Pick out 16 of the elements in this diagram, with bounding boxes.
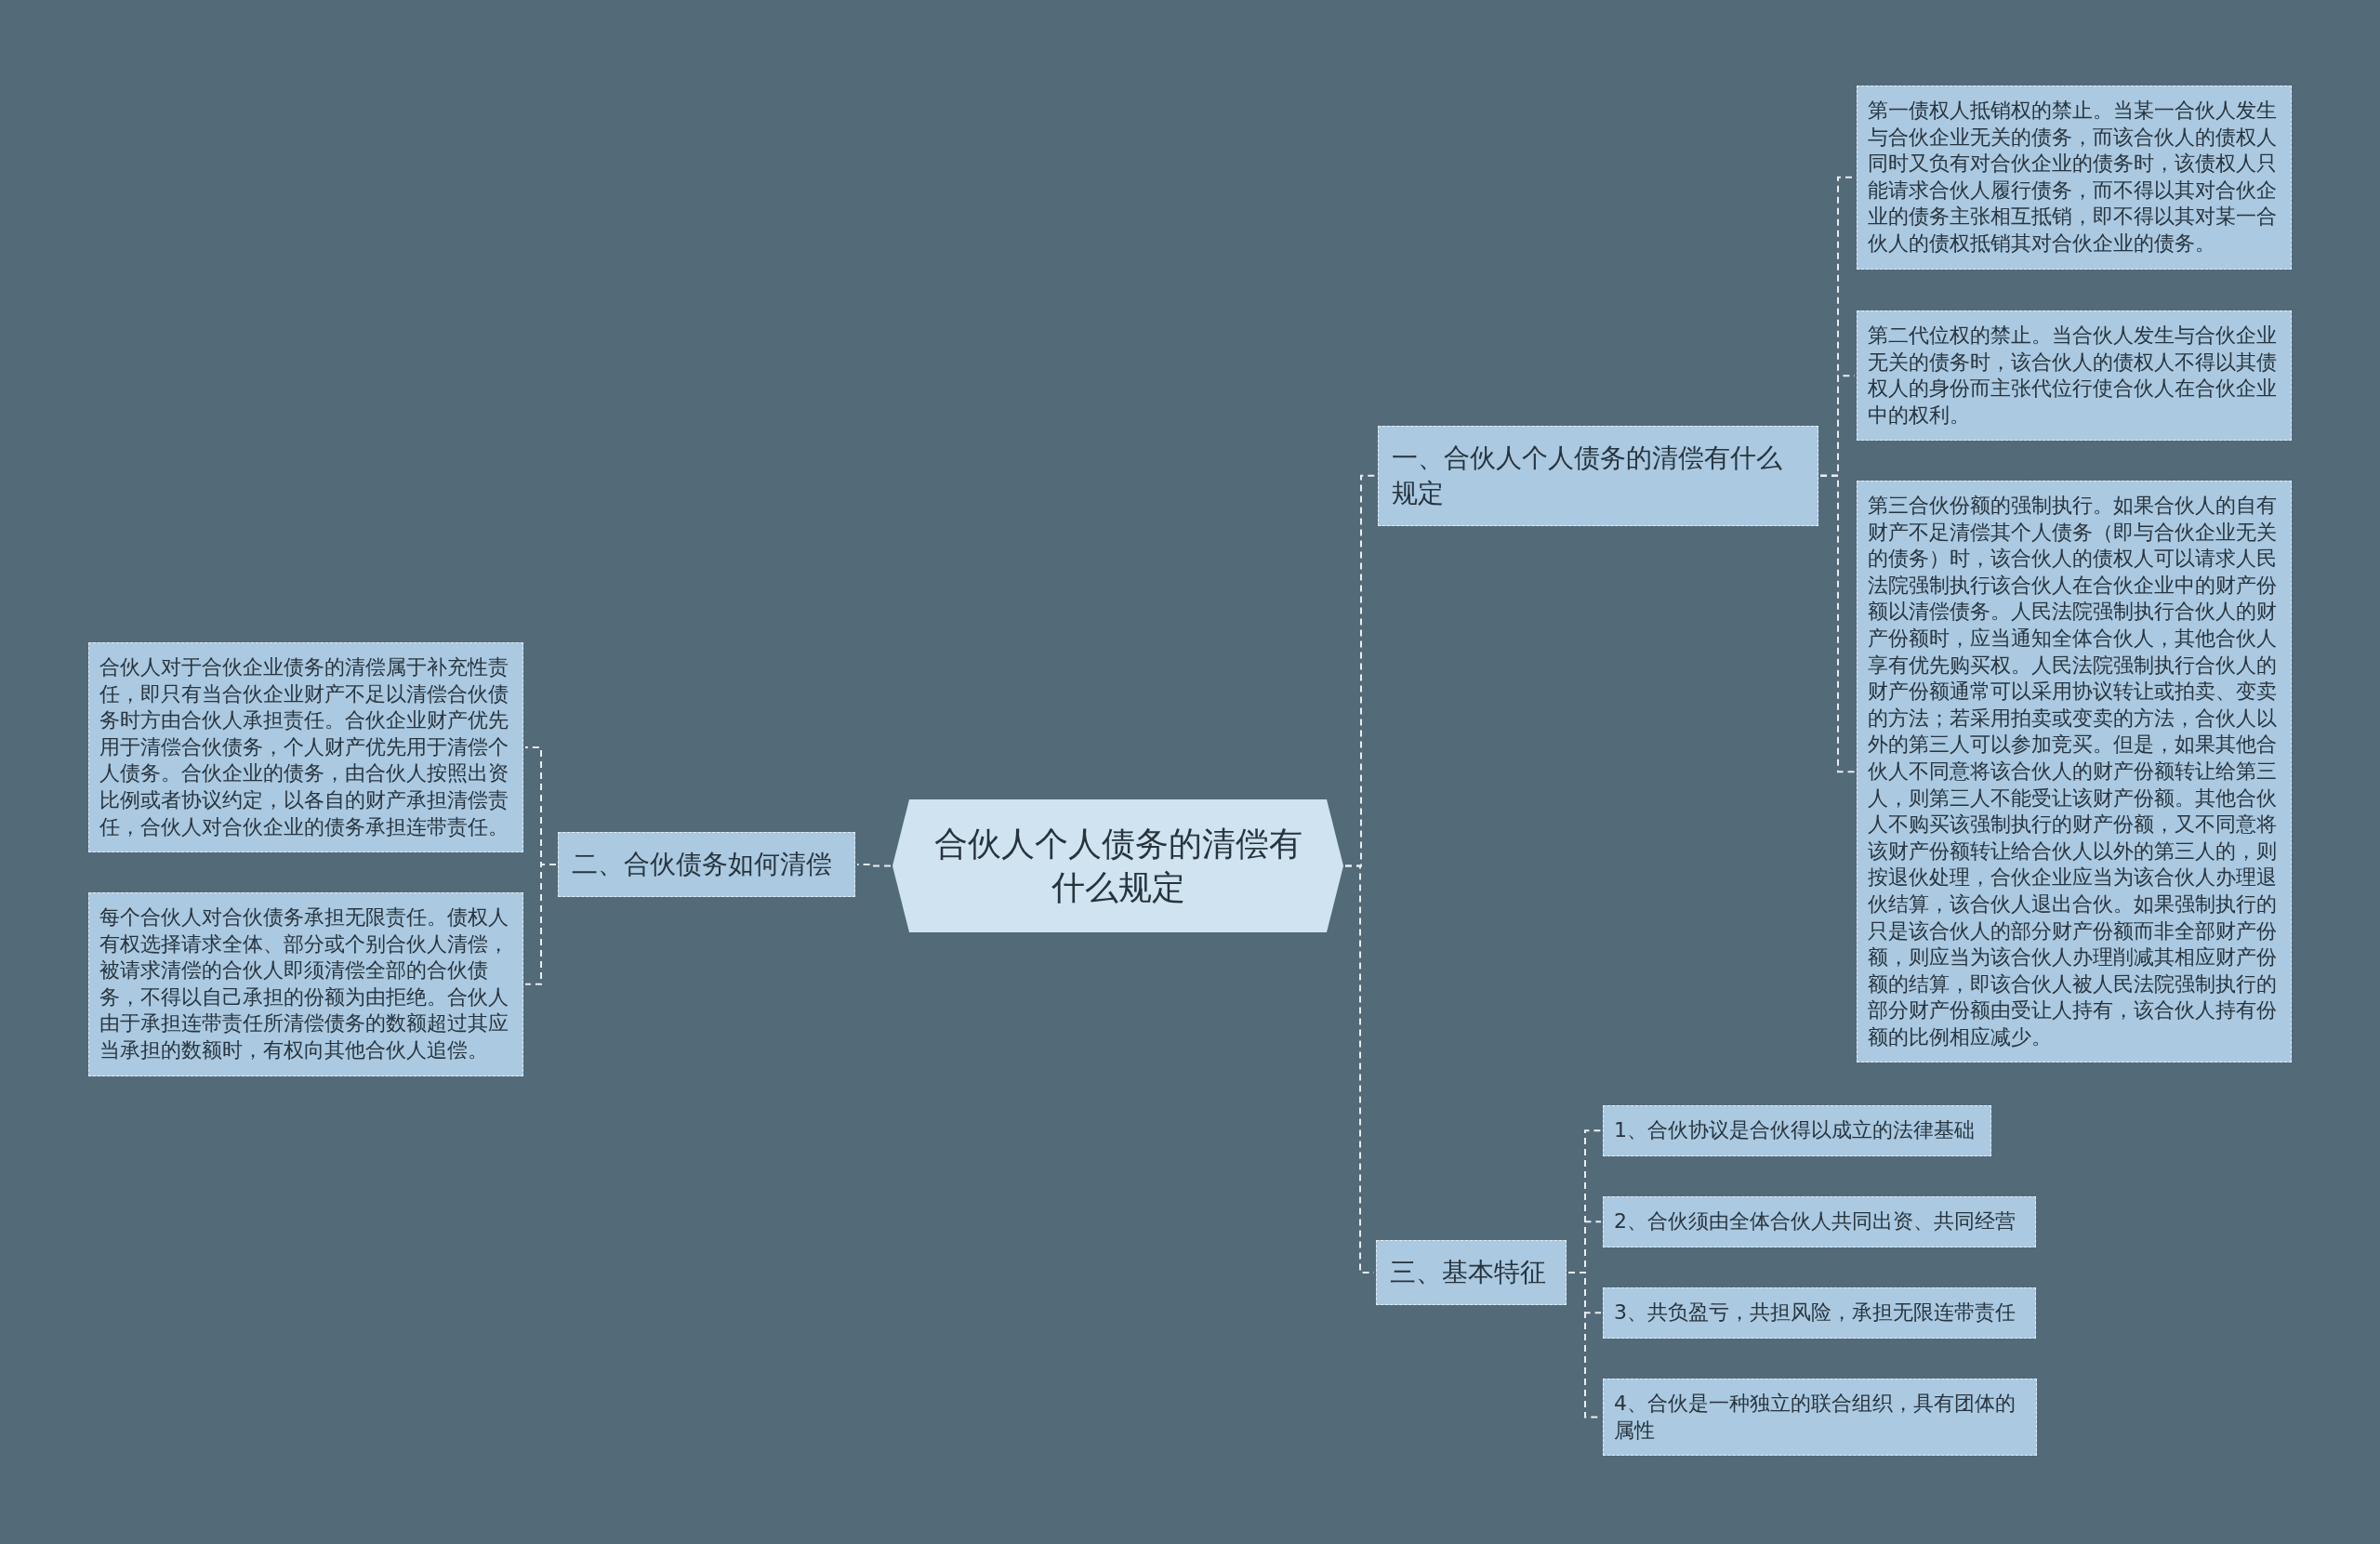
topic-box: 二、合伙债务如何清偿 xyxy=(558,832,855,897)
item-box: 2、合伙须由全体合伙人共同出资、共同经营 xyxy=(1603,1196,2036,1247)
connector-line xyxy=(1819,474,1856,773)
central-topic: 合伙人个人债务的清偿有什么规定 xyxy=(892,799,1343,932)
item-box: 3、共负盈亏，共担风险，承担无限连带责任 xyxy=(1603,1287,2036,1339)
note-box: 第一债权人抵销权的禁止。当某一合伙人发生与合伙企业无关的债务，而该合伙人的债权人同时又负有对合伙企业的债务时，该债权人只能请求合伙人履行债务，而不得以其对合伙企业的债务主张相互抵销，即不得以其对某一合伙人的债权抵销其对合伙企业的债务。 xyxy=(1857,86,2292,270)
connector-line xyxy=(524,863,557,985)
connector-line xyxy=(856,863,892,867)
note-box: 每个合伙人对合伙债务承担无限责任。债权人有权选择请求全体、部分或个别合伙人清偿，被请求清偿的合伙人即须清偿全部的合伙债务，不得以自己承担的份额为由拒绝。合伙人由于承担连带责任所清偿债务的数额超过其应当承担的数额时，有权向其他合伙人追偿。 xyxy=(88,892,523,1076)
note-box: 第三合伙份额的强制执行。如果合伙人的自有财产不足清偿其个人债务（即与合伙企业无关的债务）时，该合伙人的债权人可以请求人民法院强制执行该合伙人在合伙企业中的财产份额以清偿债务。人民法院强制执行合伙人的财产份额时，应当通知全体合伙人，其他合伙人享有优先购买权。人民法院强制执行合伙人的财产份额通常可以采用协议转让或拍卖、变卖的方法；若采用拍卖或变卖的方法，合伙人以外的第三人可以参加竞买。但是，如果其他合伙人不同意将该合伙人的财产份额转让给第三人，则第三人不能受让该财产份额。其他合伙人不购买该强制执行的财产份额，又不同意将该财产份额转让给合伙人以外的第三人的，则按退伙处理，合伙企业应当为该合伙人办理退伙结算，该合伙人退出合伙。如果强制执行的只是该合伙人的部分财产份额而非全部财产份额，则应当为该合伙人办理削减其相应财产份额的结算，即该合伙人被人民法院强制执行的部分财产份额由受让人持有，该合伙人持有份额的比例相应减少。 xyxy=(1857,481,2292,1063)
topic-box: 一、合伙人个人债务的清偿有什么规定 xyxy=(1378,426,1818,526)
topic-box: 三、基本特征 xyxy=(1376,1240,1567,1305)
note-box: 合伙人对于合伙企业债务的清偿属于补充性责任，即只有当合伙企业财产不足以清偿合伙债务时方由合伙人承担责任。合伙企业财产优先用于清偿合伙债务，个人财产优先用于清偿个人债务。合伙企业的债务，由合伙人按照出资比例或者协议约定，以各自的财产承担清偿责任，合伙人对合伙企业的债务承担连带责任。 xyxy=(88,642,523,853)
item-box: 4、合伙是一种独立的联合组织，具有团体的属性 xyxy=(1603,1379,2037,1457)
item-box: 1、合伙协议是合伙得以成立的法律基础 xyxy=(1603,1105,1991,1156)
note-box: 第二代位权的禁止。当合伙人发生与合伙企业无关的债务时，该合伙人的债权人不得以其债权人的身份而主张代位行使合伙人在合伙企业中的权利。 xyxy=(1857,310,2292,442)
